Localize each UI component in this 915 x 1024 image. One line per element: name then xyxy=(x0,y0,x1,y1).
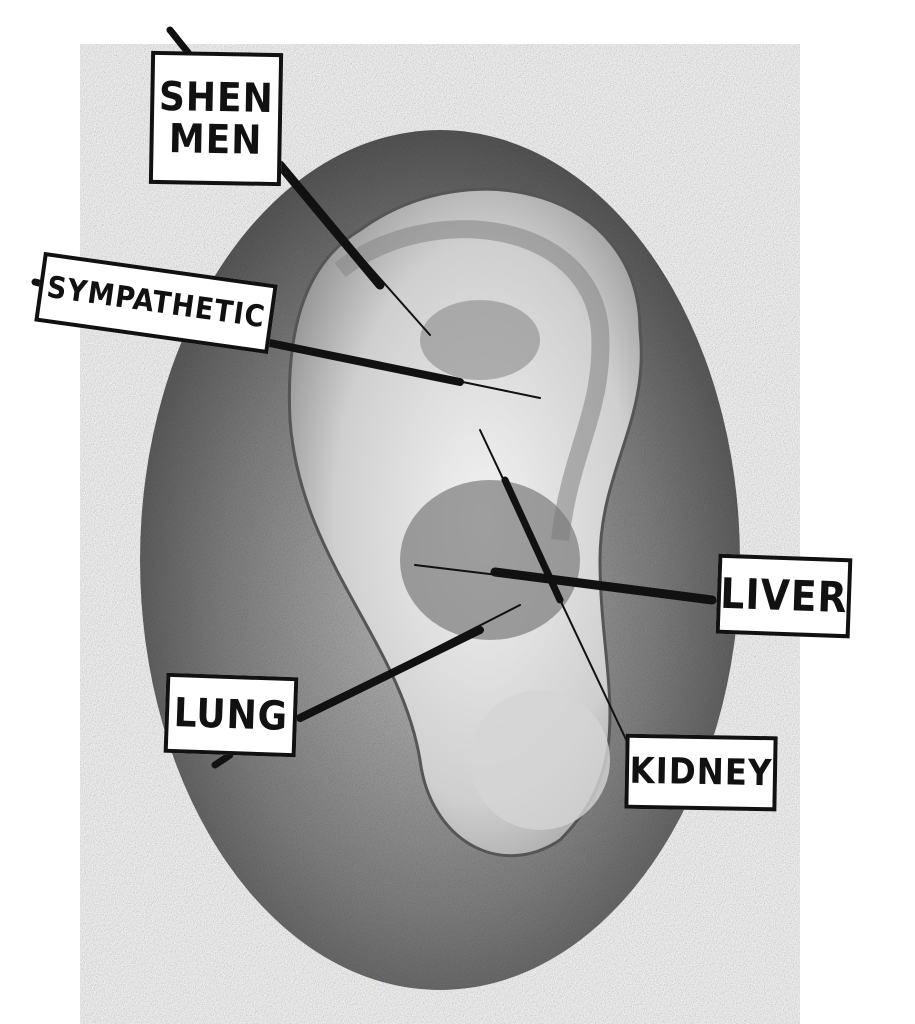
label-lung: LUNG xyxy=(163,672,299,758)
helix xyxy=(334,220,610,541)
label-liver: LIVER xyxy=(715,553,853,639)
label-shen-men: SHEN MEN xyxy=(148,50,284,187)
concha xyxy=(400,480,580,640)
upper-fossa xyxy=(420,300,540,380)
label-kidney: KIDNEY xyxy=(624,733,778,812)
ear-lobe xyxy=(470,690,610,830)
